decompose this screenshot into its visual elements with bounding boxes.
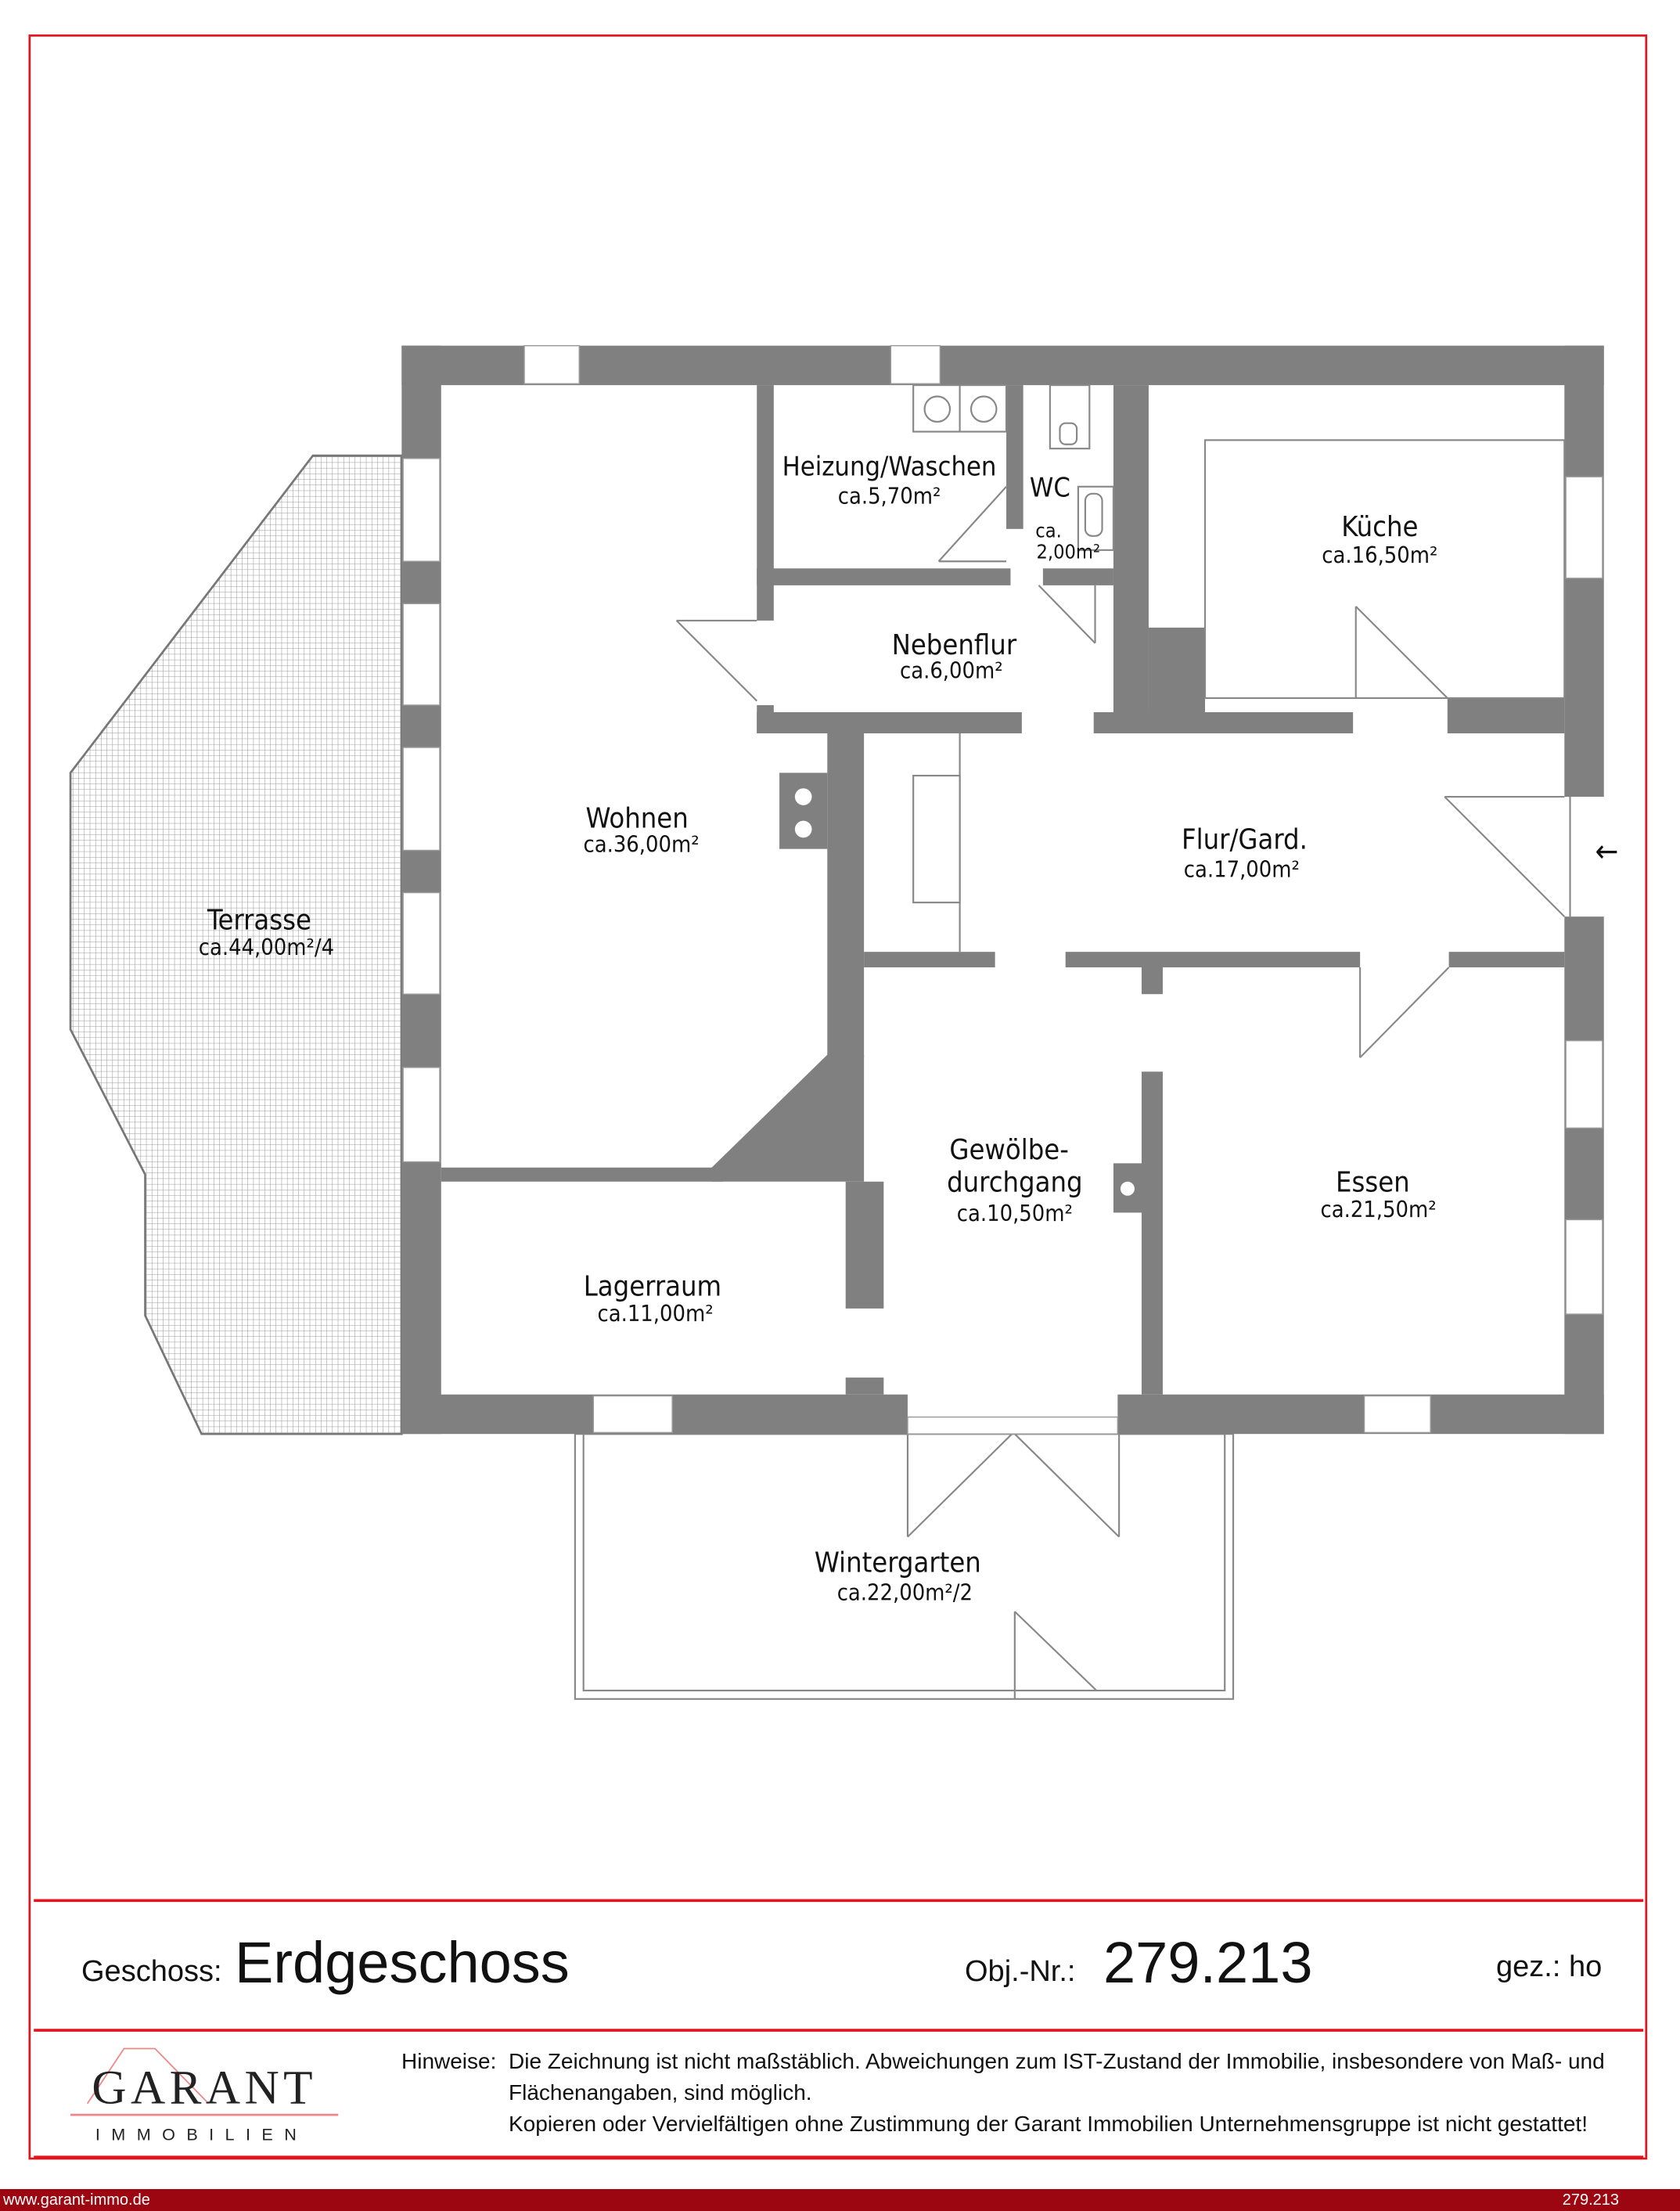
obj-label: Obj.-Nr.: [965, 1955, 1076, 1988]
room-name-kueche: Küche [1341, 511, 1418, 543]
logo-sub: IMMOBILIEN [95, 2125, 308, 2144]
room-area-gewoelbe: ca.10,50m² [957, 1200, 1073, 1226]
room-name-terrasse: Terrasse [207, 904, 311, 936]
room-area-heizung: ca.5,70m² [838, 482, 941, 509]
entrance-arrow-icon: ← [1595, 834, 1618, 870]
room-name-gewoelbe-2: durchgang [947, 1166, 1083, 1198]
windows [402, 344, 1603, 1435]
room-area-wc-2: 2,00m² [1036, 541, 1100, 564]
walls [401, 345, 1604, 1435]
logo-name: GARANT [92, 2062, 317, 2115]
room-name-lager: Lagerraum [584, 1271, 721, 1303]
geschoss-value: Erdgeschoss [235, 1930, 570, 1995]
room-area-kueche: ca.16,50m² [1322, 542, 1437, 568]
notes-label: Hinweise: [401, 2049, 497, 2073]
room-area-nebenflur: ca.6,00m² [900, 657, 1003, 684]
room-name-flur: Flur/Gard. [1182, 824, 1308, 856]
obj-value: 279.213 [1103, 1930, 1313, 1995]
room-area-wc-1: ca. [1035, 520, 1062, 542]
room-name-gewoelbe-1: Gewölbe- [949, 1134, 1069, 1166]
room-area-lager: ca.11,00m² [597, 1300, 713, 1327]
footer-url[interactable]: www.garant-immo.de [3, 2191, 150, 2209]
room-name-wc: WC [1030, 472, 1070, 503]
notes-line-3: Kopieren oder Vervielfältigen ohne Zusti… [509, 2112, 1588, 2136]
geschoss-label: Geschoss: [81, 1955, 222, 1988]
garant-logo: GARANT IMMOBILIEN [70, 2047, 339, 2144]
room-name-wintergarten: Wintergarten [815, 1547, 981, 1579]
room-name-wohnen: Wohnen [585, 803, 688, 835]
fixtures [675, 384, 1571, 1059]
room-name-nebenflur: Nebenflur [892, 629, 1017, 661]
room-name-heizung: Heizung/Waschen [782, 451, 997, 482]
notes-line-2: Flächenangaben, sind möglich. [509, 2080, 812, 2105]
room-area-wintergarten: ca.22,00m²/2 [837, 1579, 973, 1606]
room-area-essen: ca.21,50m² [1320, 1196, 1436, 1223]
room-area-terrasse: ca.44,00m²/4 [199, 934, 334, 960]
drawn-by: gez.: ho [1496, 1950, 1603, 1983]
room-area-flur: ca.17,00m² [1184, 856, 1300, 883]
notes-line-1: Die Zeichnung ist nicht maßstäblich. Abw… [509, 2049, 1605, 2073]
room-name-essen: Essen [1336, 1166, 1410, 1198]
room-area-wohnen: ca.36,00m² [583, 830, 699, 857]
footer-bar: www.garant-immo.de 279.213 [0, 2189, 1680, 2211]
footer-ref: 279.213 [1562, 2191, 1619, 2209]
